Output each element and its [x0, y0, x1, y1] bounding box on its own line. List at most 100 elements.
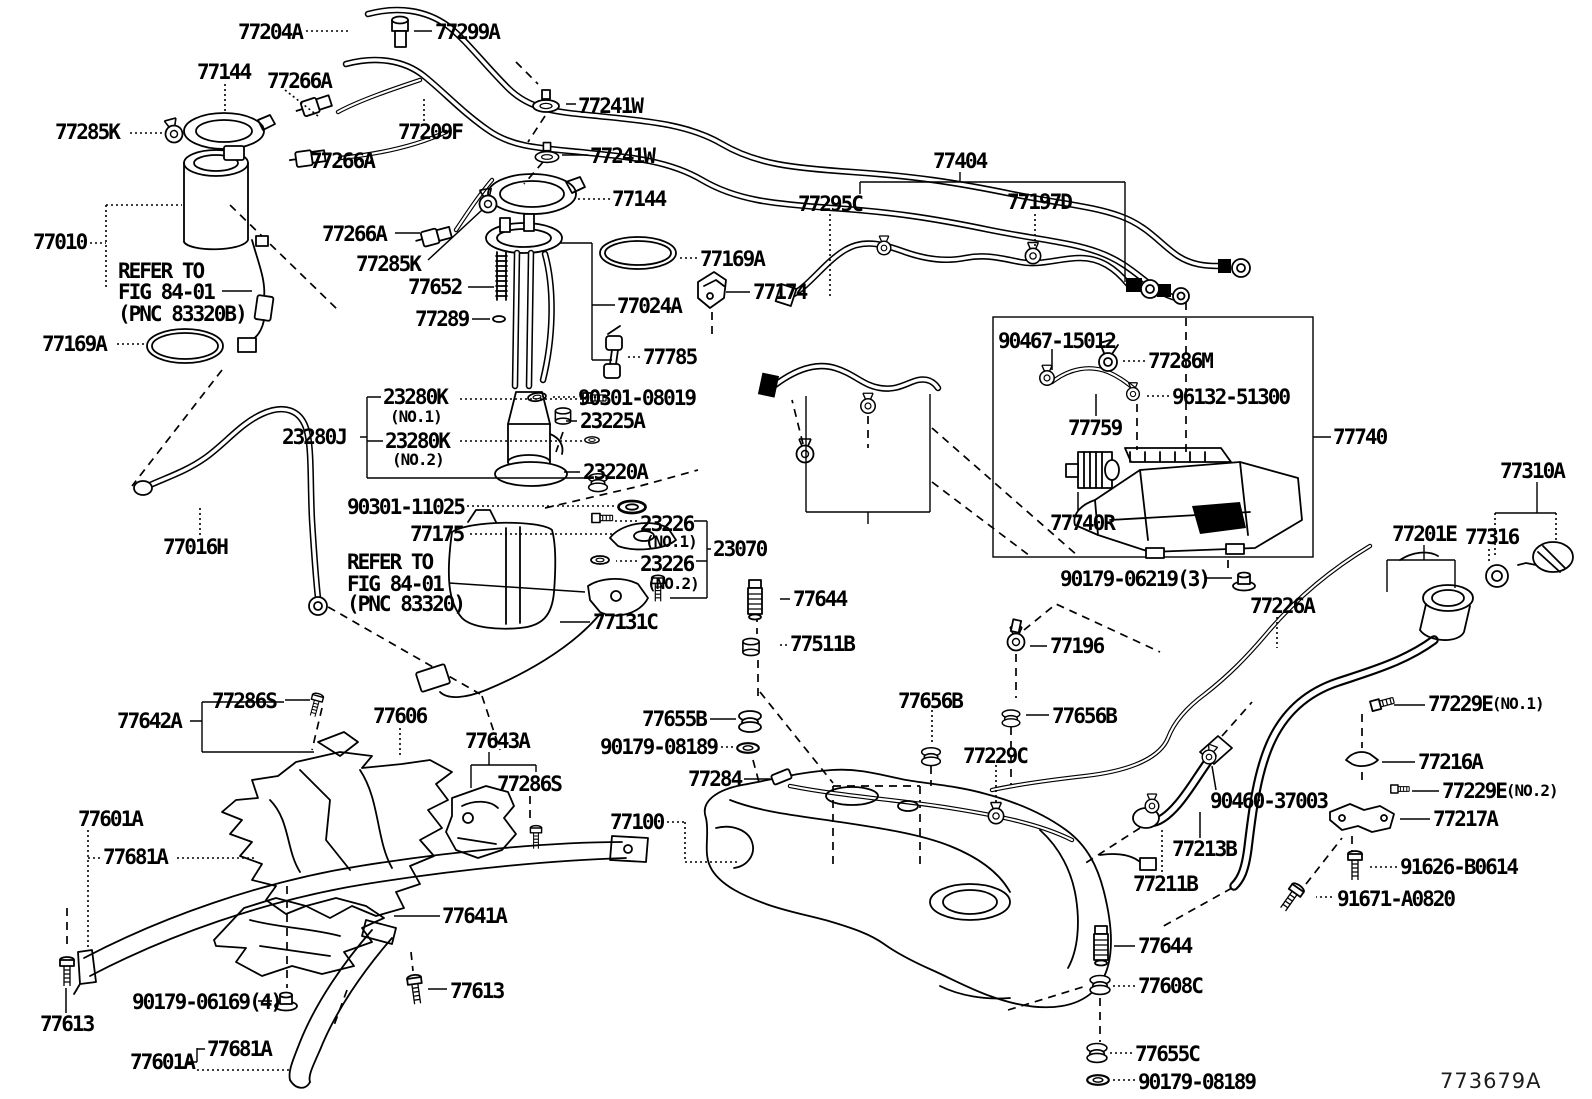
part-number-text: 77196 [1050, 634, 1105, 658]
part-label-77217A: 77217A [1433, 809, 1499, 830]
part-number-text: REFER TO [347, 550, 434, 574]
part-label-90460-37003: 90460-37003 [1210, 789, 1329, 813]
part-label-90467-15012: 90467-15012 [998, 329, 1117, 353]
part-number-text: 77601A [78, 807, 144, 831]
part-number-text: (NO.1) [645, 532, 698, 551]
part-77131C [447, 521, 557, 630]
part-number-text: 23070 [713, 537, 768, 561]
part-number-text: 23220A [583, 460, 649, 484]
part-label-77295C: 77295C [798, 192, 864, 216]
part-label-77016H: 77016H [163, 535, 229, 559]
part-label-23280K-1: 23280K [383, 387, 449, 408]
hose-77707 [757, 362, 942, 464]
part-label-77644-bot: 77644 [1138, 936, 1193, 957]
part-label-77644-top: 77644 [793, 587, 848, 611]
tank-strap-2 [288, 919, 397, 1089]
part-number-text: 77016H [163, 535, 229, 559]
part-label-23226-1: 23226 [640, 514, 695, 535]
part-label-77286S-2: 77286S [497, 774, 563, 795]
part-label-77284: 77284 [688, 769, 743, 790]
part-label-77226A: 77226A [1250, 596, 1316, 617]
part-number-text: 77216A [1418, 750, 1484, 774]
part-number-text: 90467-15012 [998, 329, 1117, 353]
part-label-77197D: 77197D [1007, 190, 1073, 214]
part-77785 [605, 335, 623, 351]
part-number-text: 77759 [1068, 416, 1123, 440]
part-label-77643A: 77643A [465, 729, 531, 753]
part-number-suffix: (NO.1) [1491, 694, 1545, 713]
part-number-text: 77131C [593, 610, 659, 634]
part-label-77175: 77175 [410, 522, 465, 546]
part-label-77641A: 77641A [442, 904, 508, 928]
tank-top-parts [736, 579, 1026, 825]
part-number-text: 77285K [55, 120, 121, 144]
part-label-77608C: 77608C [1138, 976, 1204, 997]
part-number-text: 77175 [410, 522, 465, 546]
part-77286M [1098, 339, 1119, 372]
part-label-77613-r: 77613 [450, 981, 505, 1002]
heat-shield-77606 [221, 691, 453, 919]
part-label-77299A: 77299A [435, 20, 501, 44]
part-77216A [1345, 751, 1379, 767]
part-number-text: 23225A [580, 409, 646, 433]
part-77196 [1006, 618, 1026, 652]
part-number-text: 23280J [282, 425, 348, 449]
part-number-text: 91671-A0820 [1337, 887, 1456, 911]
part-label-90179-06219: 90179-06219(3) [1060, 569, 1211, 590]
part-number-text: 23280K [385, 429, 451, 453]
part-number-text: 77024A [617, 294, 683, 318]
part-77316-seal [1485, 564, 1509, 588]
part-label-77209F: 77209F [398, 122, 464, 143]
part-label-77144-2: 77144 [612, 189, 667, 210]
part-number-text: 90460-37003 [1210, 789, 1329, 813]
part-label-77241W-1: 77241W [578, 94, 644, 118]
filler-pipe-assembly [989, 541, 1574, 891]
construction-dashes [66, 61, 1363, 1042]
part-label-77204A: 77204A [238, 22, 304, 43]
part-number-text: 90179-08189 [1138, 1070, 1257, 1094]
center-pump-module [476, 89, 727, 404]
part-label-77285K-2: 77285K [356, 254, 422, 275]
part-label-77024A: 77024A [617, 294, 683, 318]
part-number-text: 77643A [465, 729, 531, 753]
part-number-text: 77266A [267, 69, 333, 93]
part-label-77740: 77740 [1333, 427, 1388, 448]
part-label-77613-l: 77613 [40, 1014, 95, 1035]
part-label-23226-2-no: (NO.2) [647, 576, 700, 592]
part-number-text: 90301-08019 [578, 386, 697, 410]
part-canister-body [1073, 447, 1303, 559]
part-number-text: 77241W [578, 94, 644, 118]
part-number-text: 77644 [793, 587, 848, 611]
part-number-text: FIG 84-01 [118, 280, 216, 304]
part-number-text: 77169A [42, 332, 108, 356]
part-filler-neck [1399, 551, 1474, 641]
part-label-77229E-1: 77229E(NO.1) [1428, 694, 1545, 715]
part-label-77100: 77100 [610, 812, 665, 833]
part-label-77655B: 77655B [642, 709, 708, 730]
part-label-77144-1: 77144 [197, 62, 252, 83]
part-number-text: 77316 [1465, 525, 1520, 549]
part-number-text: 77213B [1172, 837, 1238, 861]
part-77169A-right [599, 236, 677, 270]
heat-shield-77643A [445, 785, 543, 859]
part-number-text: 77641A [442, 904, 508, 928]
canister-assembly-77740 [992, 316, 1314, 592]
part-number-text: 77299A [435, 20, 501, 44]
part-label-23220A: 23220A [583, 460, 649, 484]
breather-hose [1132, 735, 1233, 829]
part-label-77196: 77196 [1050, 634, 1105, 658]
part-label-77289: 77289 [415, 309, 470, 330]
tube-branch-harnesses [287, 15, 495, 250]
part-label-refer1-l2: FIG 84-01 [118, 280, 216, 304]
part-label-23280K-2: 23280K [385, 429, 451, 453]
part-label-23226-2: 23226 [640, 554, 695, 575]
part-label-77681A-1: 77681A [103, 847, 169, 868]
part-number-text: 77197D [1007, 190, 1073, 214]
part-label-77229C: 77229C [963, 746, 1029, 767]
part-number-text: 90301-11025 [347, 495, 466, 519]
part-number-text: 77286M [1148, 349, 1214, 373]
part-label-77201E: 77201E [1392, 524, 1458, 545]
part-number-text: 77404 [933, 149, 988, 173]
part-number-text: 77295C [798, 192, 864, 216]
